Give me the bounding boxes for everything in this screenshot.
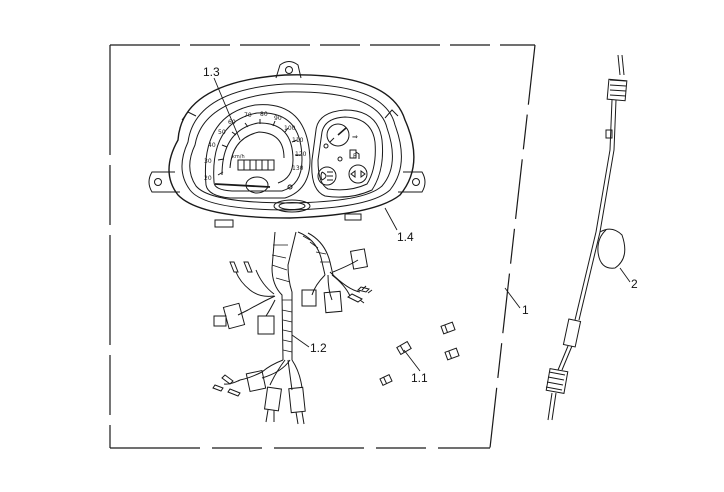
harness-branch-right — [298, 232, 325, 275]
fuel-letter: F — [353, 153, 357, 160]
spade-terminal — [348, 294, 364, 303]
tick-label: 90 — [274, 115, 282, 122]
spade-terminal — [230, 262, 238, 272]
tick-label: 40 — [208, 142, 216, 149]
connector — [214, 316, 226, 326]
callout-1-4: 1.4 — [397, 230, 414, 244]
tick-label: 130 — [292, 165, 304, 172]
spade-terminal — [244, 262, 252, 272]
cluster-inner-bezel — [182, 84, 401, 210]
connector — [258, 316, 274, 334]
assembly-boundary — [110, 45, 535, 448]
fuel-pump-icon — [350, 150, 359, 159]
wiring-harness — [213, 232, 372, 424]
mounting-ear-top — [276, 62, 301, 79]
connector — [223, 303, 244, 328]
spade-terminal — [222, 375, 233, 384]
tick-label: 30 — [204, 158, 212, 165]
cable-lower-fitting — [563, 319, 580, 347]
callout-1: 1 — [522, 303, 529, 317]
tick-label: 50 — [218, 129, 226, 136]
callout-1-2: 1.2 — [310, 341, 327, 355]
tick-label: 80 — [260, 111, 268, 118]
speedometer-face — [205, 105, 310, 198]
spade-terminal — [213, 385, 223, 391]
cable-loop — [598, 229, 625, 268]
indicator-arrow: ⇒ — [352, 133, 358, 141]
leader-lines — [214, 78, 630, 371]
harness-branch-left-upper — [236, 272, 274, 296]
speedometer-cable — [546, 55, 627, 420]
callout-1-1: 1.1 — [411, 371, 428, 385]
spade-terminal — [228, 389, 240, 396]
warning-lamp-lens — [274, 200, 310, 212]
callout-1-3: 1.3 — [203, 65, 220, 79]
harness-branch-lower — [240, 360, 283, 380]
connector — [302, 290, 316, 306]
tick-label: 60 — [228, 119, 236, 126]
fuel-gauge — [327, 124, 349, 146]
indicator-panel — [312, 110, 383, 197]
connector — [246, 371, 265, 392]
mounting-ear-right — [398, 172, 425, 192]
speed-unit-label: km/h — [232, 154, 245, 160]
instrument-cluster — [149, 62, 425, 228]
harness-main-trunk — [272, 232, 283, 360]
spade-terminal — [358, 287, 369, 292]
tick-label: 120 — [295, 151, 307, 158]
speed-needle — [215, 184, 270, 187]
callout-2: 2 — [631, 277, 638, 291]
tick-label: 20 — [204, 175, 212, 182]
connector — [324, 291, 342, 312]
gauge-numerals: 20 30 40 50 60 70 80 90 100 110 120 130 … — [204, 111, 358, 182]
tick-label: 110 — [292, 137, 304, 144]
tick-label: 100 — [284, 125, 296, 132]
bulb-sockets — [380, 322, 459, 385]
connector — [265, 387, 282, 411]
connector — [289, 387, 305, 412]
turn-signal-indicator — [349, 165, 367, 183]
tick-label: 70 — [244, 112, 252, 119]
connector — [351, 249, 368, 269]
cluster-outer-shell — [169, 75, 414, 218]
headlight-indicator — [318, 167, 336, 185]
mounting-ear-left — [149, 172, 180, 192]
